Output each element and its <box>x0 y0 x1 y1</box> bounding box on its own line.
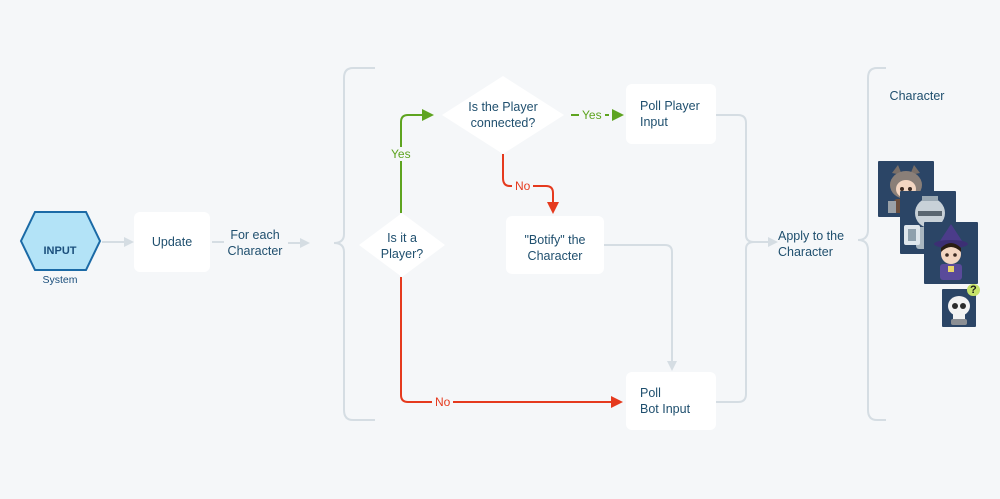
botify-character-node: "Botify" the Character <box>506 216 604 274</box>
input-title: INPUT <box>43 245 77 257</box>
for-each-character-label: For each Character <box>227 228 283 258</box>
poll-bot-to-apply-line <box>716 241 755 403</box>
apply-to-character-label: Apply to the Character <box>778 229 845 259</box>
is-player-label: Is it a Player? <box>380 231 424 261</box>
yes-player-label: Yes <box>388 147 414 161</box>
poll-bot-input-node: Poll Bot Input <box>626 372 716 430</box>
botify-to-bot-arrow <box>604 244 677 371</box>
no-player-arrow <box>400 277 623 408</box>
no-connected-label: No <box>512 179 534 193</box>
question-mark-badge: ? <box>967 284 980 296</box>
is-player-diamond <box>359 213 445 277</box>
yes-player-arrow <box>400 109 434 213</box>
left-brace <box>333 67 375 421</box>
poll-player-input-node: Poll Player Input <box>626 84 716 144</box>
character-heading: Character <box>889 89 945 103</box>
is-connected-label: Is the Player connected? <box>468 100 538 130</box>
right-brace <box>857 67 886 421</box>
input-system-hexagon <box>19 211 102 271</box>
is-connected-diamond <box>442 76 564 154</box>
no-player-label: No <box>432 395 454 409</box>
input-subtitle: System <box>42 274 78 286</box>
poll-player-to-apply-line <box>716 114 755 243</box>
yes-connected-label: Yes <box>579 108 605 122</box>
update-node: Update <box>134 212 210 272</box>
input-system-label: INPUT System <box>20 229 100 303</box>
wizard-avatar-icon <box>924 222 978 284</box>
